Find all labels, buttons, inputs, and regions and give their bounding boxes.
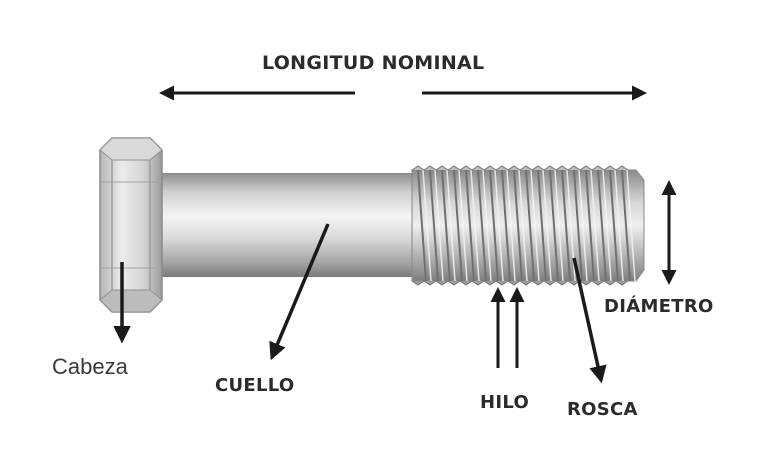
label-head: Cabeza <box>52 354 128 379</box>
label-threaded: ROSCA <box>567 399 638 420</box>
label-length: LONGITUD NOMINAL <box>262 52 485 74</box>
label-diameter: DIÁMETRO <box>604 296 714 317</box>
bolt-thread <box>411 165 645 286</box>
pitch-arrows <box>490 287 525 368</box>
bolt-head <box>99 137 163 313</box>
thread-arrow <box>572 257 607 384</box>
label-thread-pitch: HILO <box>480 392 530 413</box>
label-neck: CUELLO <box>215 375 295 396</box>
bolt-shank <box>152 173 416 277</box>
neck-arrow <box>269 223 330 361</box>
